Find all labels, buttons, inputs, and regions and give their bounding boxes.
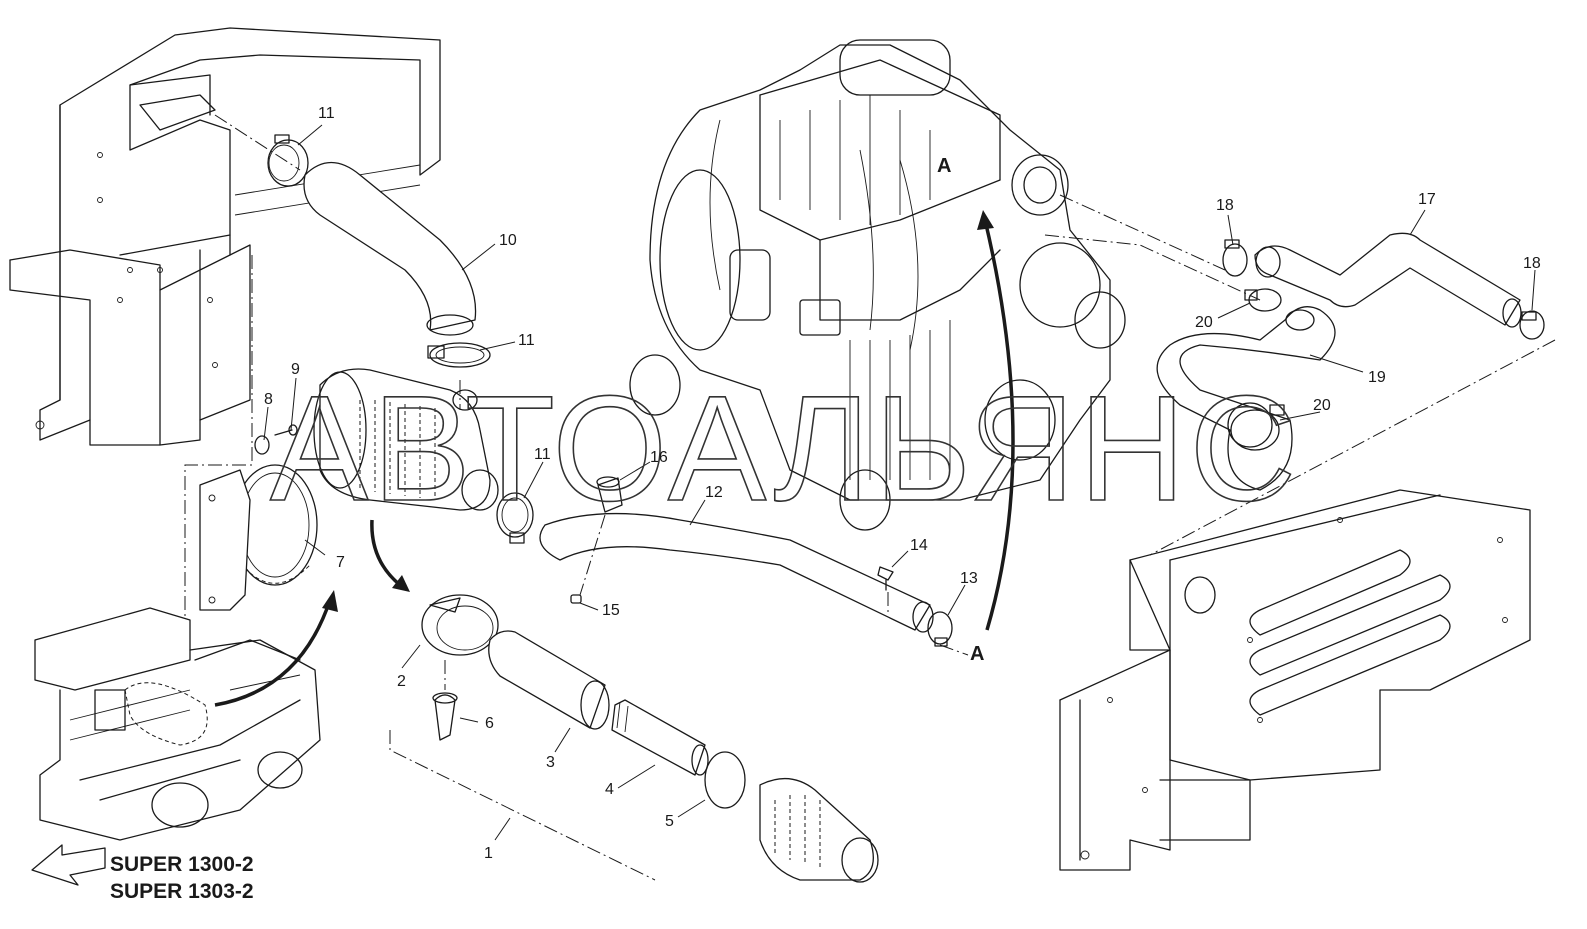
plug-15 — [570, 594, 582, 604]
callout-4: 4 — [605, 781, 614, 798]
leader-lines — [263, 124, 1536, 841]
flow-arrows — [31, 210, 1015, 886]
callout-18-left: 18 — [1216, 197, 1234, 214]
clamp-13 — [927, 611, 953, 647]
clamp-11-middle — [427, 342, 491, 368]
air-filter-housing — [313, 368, 499, 511]
center-lines — [184, 114, 1556, 881]
callout-14: 14 — [910, 537, 928, 554]
callout-7: 7 — [336, 554, 345, 571]
mounting-plate — [199, 469, 251, 611]
model-label-2: SUPER 1303-2 — [110, 880, 254, 903]
intake-hose-10 — [303, 162, 477, 336]
callout-11-middle: 11 — [518, 332, 535, 349]
callout-18-right: 18 — [1523, 255, 1541, 272]
callout-17: 17 — [1418, 191, 1436, 208]
callout-15: 15 — [602, 602, 620, 619]
filter-element-3 — [488, 630, 610, 730]
clamp-20-bottom — [1230, 404, 1285, 451]
callout-13: 13 — [960, 570, 978, 587]
washer-8-bolt-9 — [254, 424, 298, 455]
fitting-14 — [877, 566, 894, 591]
callout-11-lower: 11 — [534, 446, 551, 463]
view-marker-a-bottom: A — [970, 643, 984, 665]
callout-6: 6 — [485, 715, 494, 732]
callout-20-bottom: 20 — [1313, 397, 1331, 414]
clamp-20-top — [1244, 288, 1282, 312]
callout-9: 9 — [291, 361, 300, 378]
callout-16: 16 — [650, 449, 668, 466]
callout-1: 1 — [484, 845, 493, 862]
model-label-1: SUPER 1300-2 — [110, 853, 254, 876]
nozzle-16 — [596, 476, 623, 513]
clamp-18-right — [1519, 310, 1545, 340]
callout-11-top: 11 — [318, 105, 335, 122]
callout-labels: 1 2 3 4 5 6 7 8 9 10 11 11 11 12 13 14 1… — [264, 105, 1541, 862]
hose-17 — [1254, 232, 1522, 328]
valve-6 — [432, 692, 458, 741]
filter-cap-2 — [421, 594, 499, 656]
hose-12 — [539, 512, 934, 633]
callout-20-top: 20 — [1195, 314, 1213, 331]
o-ring-5 — [704, 751, 746, 809]
paver-thumbnail — [34, 607, 321, 841]
cover-assembly — [759, 778, 879, 883]
watermark: АВТОАЛЬЯНС — [270, 364, 1300, 532]
callout-2: 2 — [397, 673, 406, 690]
clamp-11-lower — [496, 492, 534, 544]
left-frame-bracket — [9, 27, 441, 446]
safety-element-4 — [611, 699, 709, 776]
callout-3: 3 — [546, 754, 555, 771]
view-marker-a-top: A — [937, 155, 951, 177]
callout-19: 19 — [1368, 369, 1386, 386]
engine-block — [629, 39, 1126, 531]
callout-5: 5 — [665, 813, 674, 830]
clamp-11-top — [267, 134, 309, 187]
hose-19 — [1156, 306, 1336, 491]
callout-12: 12 — [705, 484, 723, 501]
clamp-18-left — [1222, 239, 1248, 277]
callout-8: 8 — [264, 391, 273, 408]
right-frame-bracket — [1059, 489, 1531, 871]
callout-10: 10 — [499, 232, 517, 249]
